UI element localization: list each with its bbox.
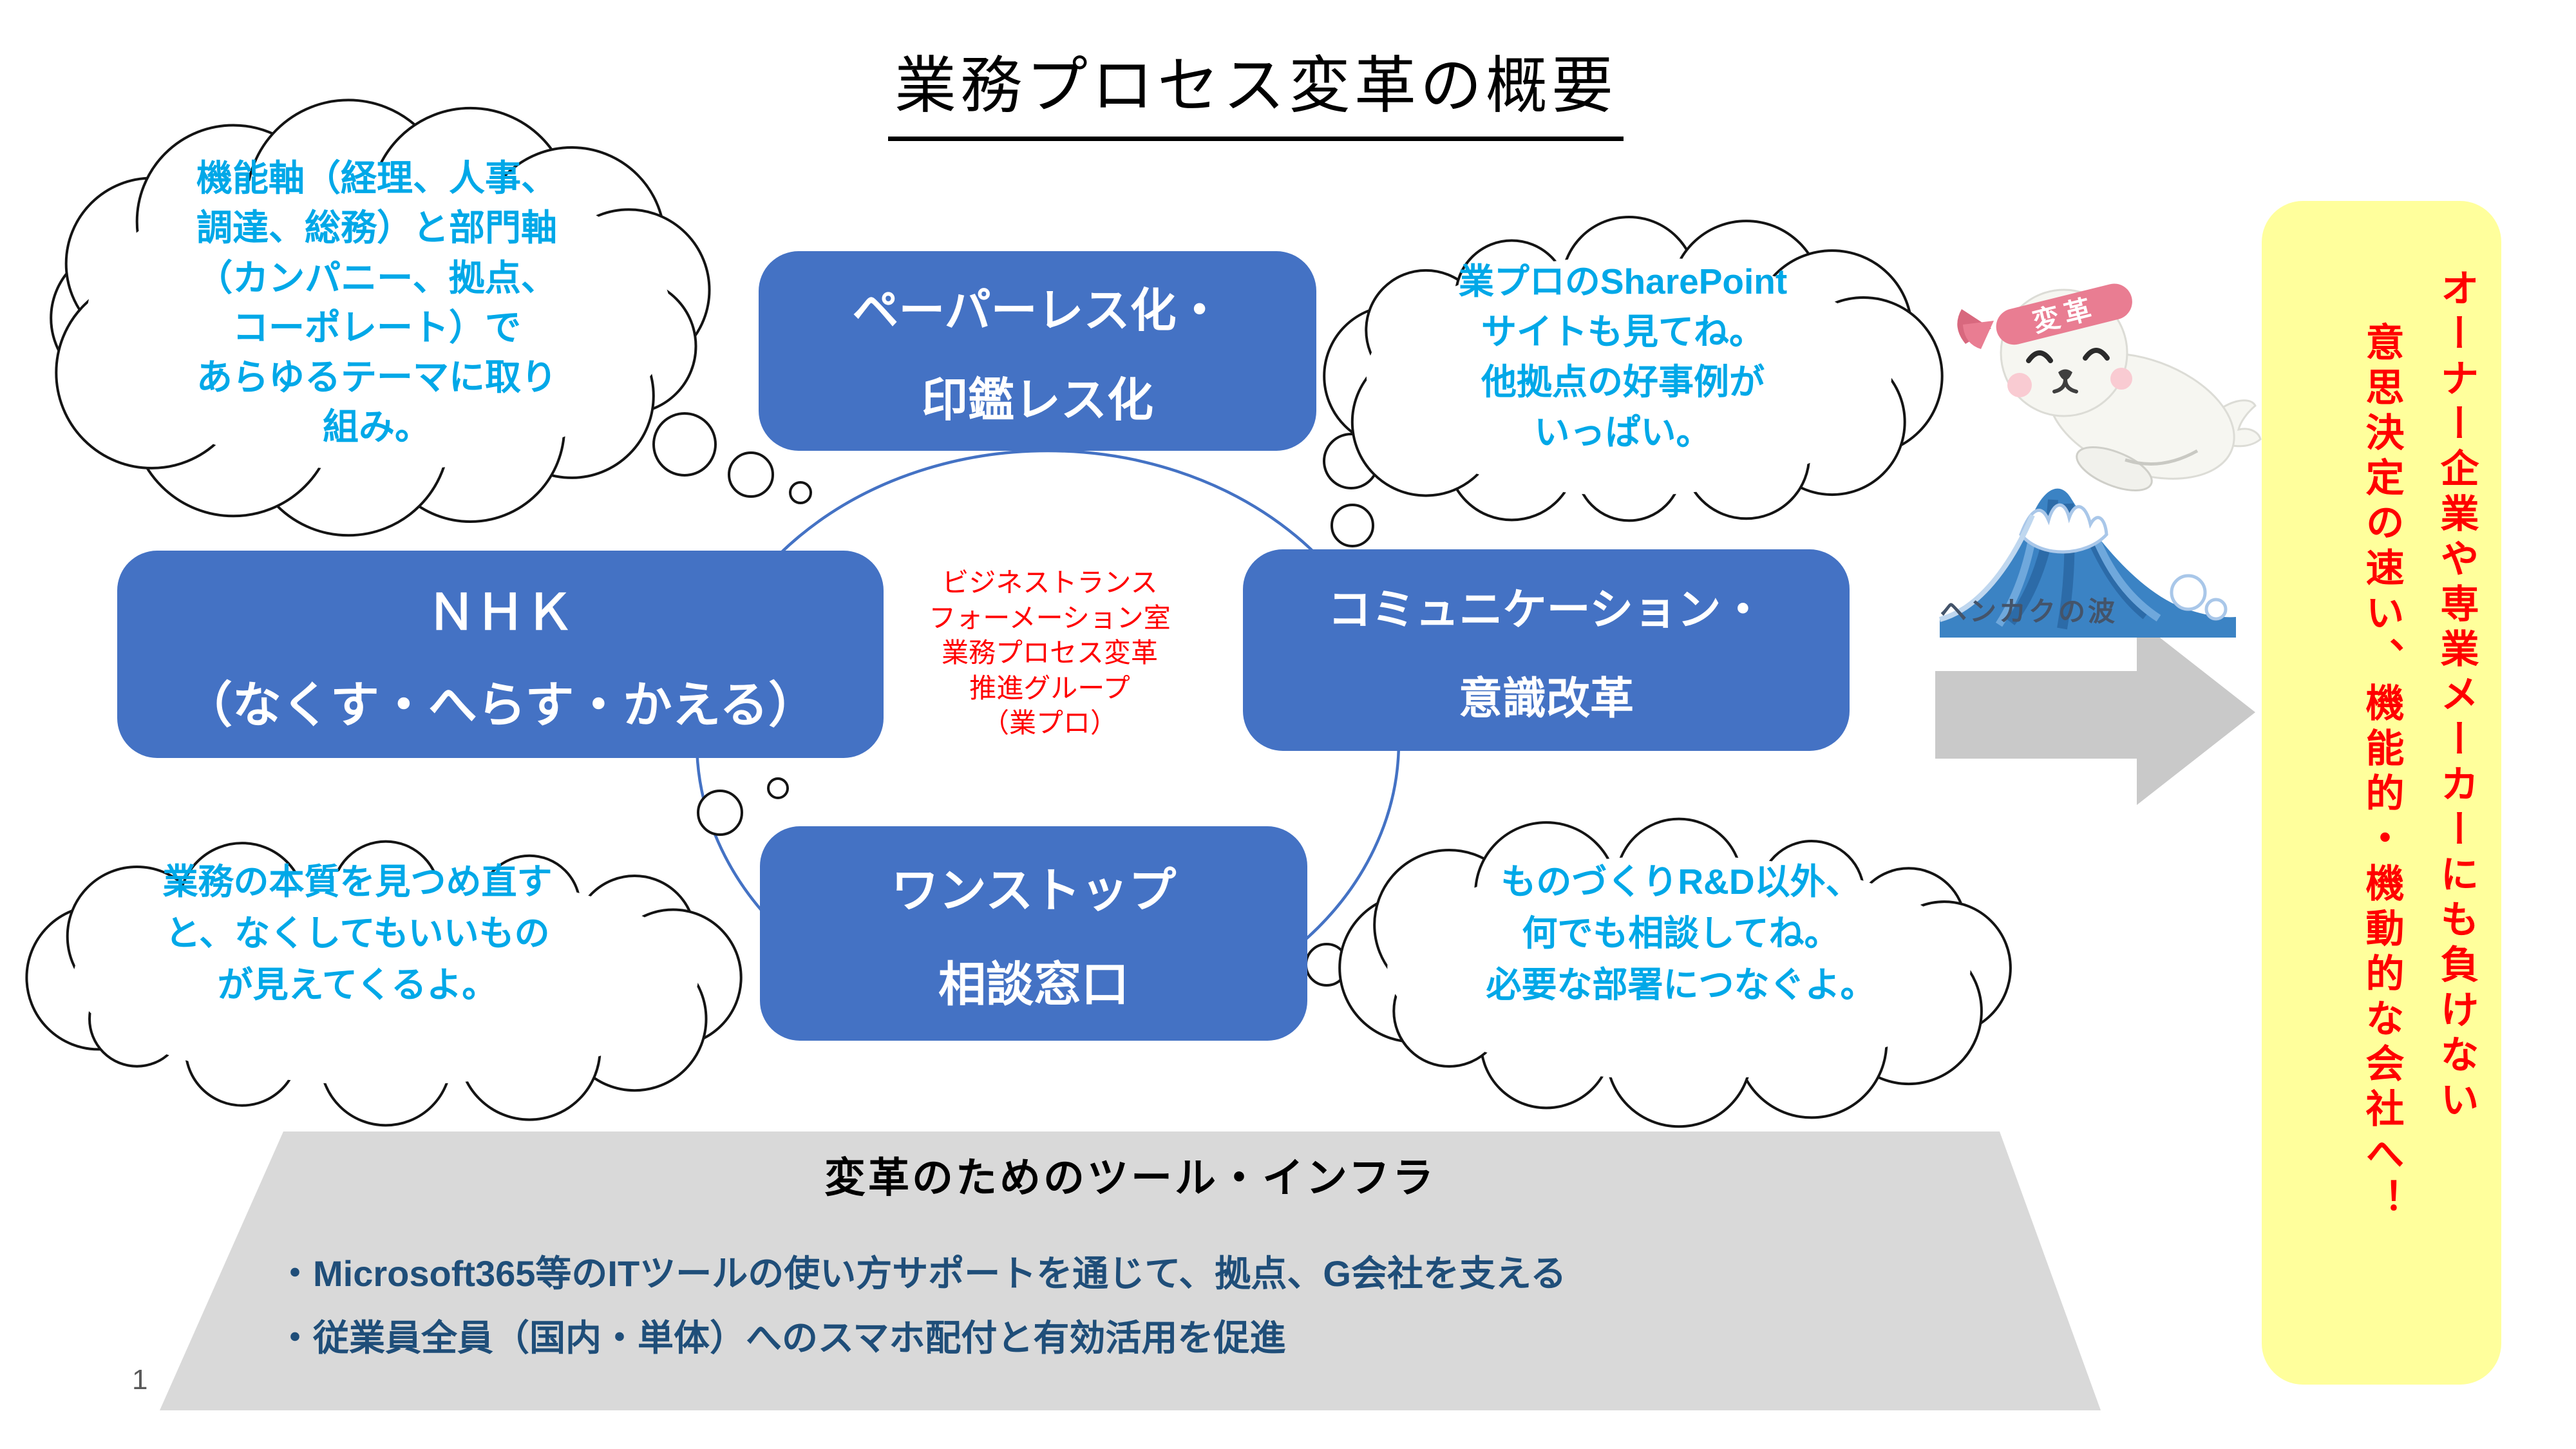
cloud-br-line2: 何でも相談してね。 — [1522, 913, 1840, 953]
cloud-bl-line2: と、なくしてもいいもの — [165, 913, 550, 953]
cloud-br-line3: 必要な部署につなぐよ。 — [1486, 964, 1876, 1005]
cloud-bottom-right — [1338, 817, 2012, 1128]
page-title: 業務プロセス変革の概要 — [888, 35, 1624, 141]
right-arrow — [1935, 620, 2255, 805]
cloud-bl-line1: 業務の本質を見つめ直す — [162, 862, 553, 902]
cloud-text-bottom-left: 業務の本質を見つめ直す と、なくしてもいいもの が見えてくるよ。 — [61, 857, 654, 1010]
center-label-line4: 推進グループ — [969, 672, 1130, 703]
process-box-communication-line2: 意識改革 — [1458, 674, 1634, 723]
cloud-tl-line4: コーポレート）で — [232, 307, 521, 348]
cloud-text-top-right: 業プロのSharePoint サイトも見てね。 他拠点の好事例が いっぱい。 — [1359, 256, 1887, 457]
seal-flipper-line — [2125, 449, 2199, 466]
process-box-paperless-line2: 印鑑レス化 — [921, 374, 1153, 426]
cloud-bl-line3: が見えてくるよ。 — [217, 964, 498, 1005]
seal-cheek-left — [2007, 373, 2032, 397]
wave-caption: ヘンカクの波 — [1940, 596, 2118, 627]
headband-knot2 — [1963, 321, 1994, 349]
process-box-paperless: ペーパーレス化・ 印鑑レス化 — [759, 251, 1316, 451]
cloud-tl-line1: 機能軸（経理、人事、 — [196, 158, 557, 198]
cloud-tr-line2: サイトも見てね。 — [1481, 312, 1765, 352]
cloud-tr-line4: いっぱい。 — [1534, 412, 1712, 453]
center-department-label: ビジネストランス フォーメーション室 業務プロセス変革 推進グループ （業プロ） — [857, 565, 1243, 741]
tools-section-bullets: ・Microsoft365等のITツールの使い方サポートを通じて、拠点、G会社を… — [277, 1242, 2016, 1370]
tools-section-title: 変革のためのツール・インフラ — [824, 1155, 1437, 1201]
cloud-tl-line5: あらゆるテーマに取り — [196, 357, 557, 398]
process-box-paperless-line1: ペーパーレス化・ — [852, 285, 1223, 337]
cloud-bottom-left — [25, 840, 743, 1127]
process-box-nhk-line1: ＮＨＫ — [427, 585, 574, 640]
page-number: 1 — [132, 1364, 148, 1396]
process-box-communication: コミュニケーション・ 意識改革 — [1243, 549, 1850, 751]
page-title-wrap: 業務プロセス変革の概要 — [741, 35, 1771, 141]
process-box-one-stop-line1: ワンストップ — [891, 863, 1177, 917]
cloud-tr-line3: 他拠点の好事例が — [1481, 362, 1765, 402]
process-box-nhk: ＮＨＫ （なくす・へらす・かえる） — [117, 551, 884, 758]
thought-clouds — [25, 99, 2012, 1128]
cloud-text-top-left: 機能軸（経理、人事、 調達、総務）と部門軸 （カンパニー、拠点、 コーポレート）… — [87, 153, 667, 452]
cloud-tl-line3: （カンパニー、拠点、 — [196, 257, 557, 298]
seal-eye-left — [2026, 350, 2053, 363]
seal-flipper — [2076, 446, 2153, 491]
tools-bullet-1: ・Microsoft365等のITツールの使い方サポートを通じて、拠点、G会社を… — [277, 1253, 1567, 1294]
center-label-line3: 業務プロセス変革 — [941, 638, 1158, 668]
process-box-nhk-line2: （なくす・へらす・かえる） — [183, 678, 818, 733]
tools-bullet-2: ・従業員全員（国内・単体）へのスマホ配付と有効活用を促進 — [277, 1317, 1286, 1358]
wave — [1938, 488, 2236, 638]
mascot-seal-on-wave: 変革 — [1938, 283, 2262, 638]
cloud-top-left — [50, 99, 711, 537]
cloud-br-line1: ものづくりR&D以外、 — [1501, 862, 1861, 902]
seal-mouth — [2052, 377, 2078, 393]
seal-nose — [2058, 369, 2072, 380]
goal-banner: オーナー企業や専業メーカーにも負けない 意思決定の速い、機能的・機動的な会社へ！ — [2262, 201, 2501, 1385]
seal-cheek-right — [2110, 368, 2132, 390]
process-box-communication-line1: コミュニケーション・ — [1327, 585, 1765, 635]
process-box-one-stop-line2: 相談窓口 — [938, 958, 1129, 1012]
seal-eye-right — [2083, 348, 2110, 361]
cloud-tr-line1: 業プロのSharePoint — [1458, 261, 1788, 301]
tools-trapezoid — [160, 1132, 2101, 1410]
cloud-tl-line2: 調達、総務）と部門軸 — [196, 207, 557, 249]
process-box-one-stop: ワンストップ 相談窓口 — [760, 826, 1307, 1041]
center-label-line1: ビジネストランス — [942, 567, 1158, 598]
goal-banner-column-right: オーナー企業や専業メーカーにも負けない — [2435, 268, 2478, 1124]
cloud-tl-line6: 組み。 — [323, 406, 431, 448]
cloud-top-right — [1323, 216, 1944, 522]
cloud-text-bottom-right: ものづくりR&D以外、 何でも相談してね。 必要な部署につなぐよ。 — [1391, 857, 1971, 1010]
center-label-line5: （業プロ） — [981, 708, 1117, 739]
goal-banner-column-left: 意思決定の速い、機能的・機動的な会社へ！ — [2360, 322, 2403, 1224]
center-label-line2: フォーメーション室 — [929, 602, 1171, 633]
